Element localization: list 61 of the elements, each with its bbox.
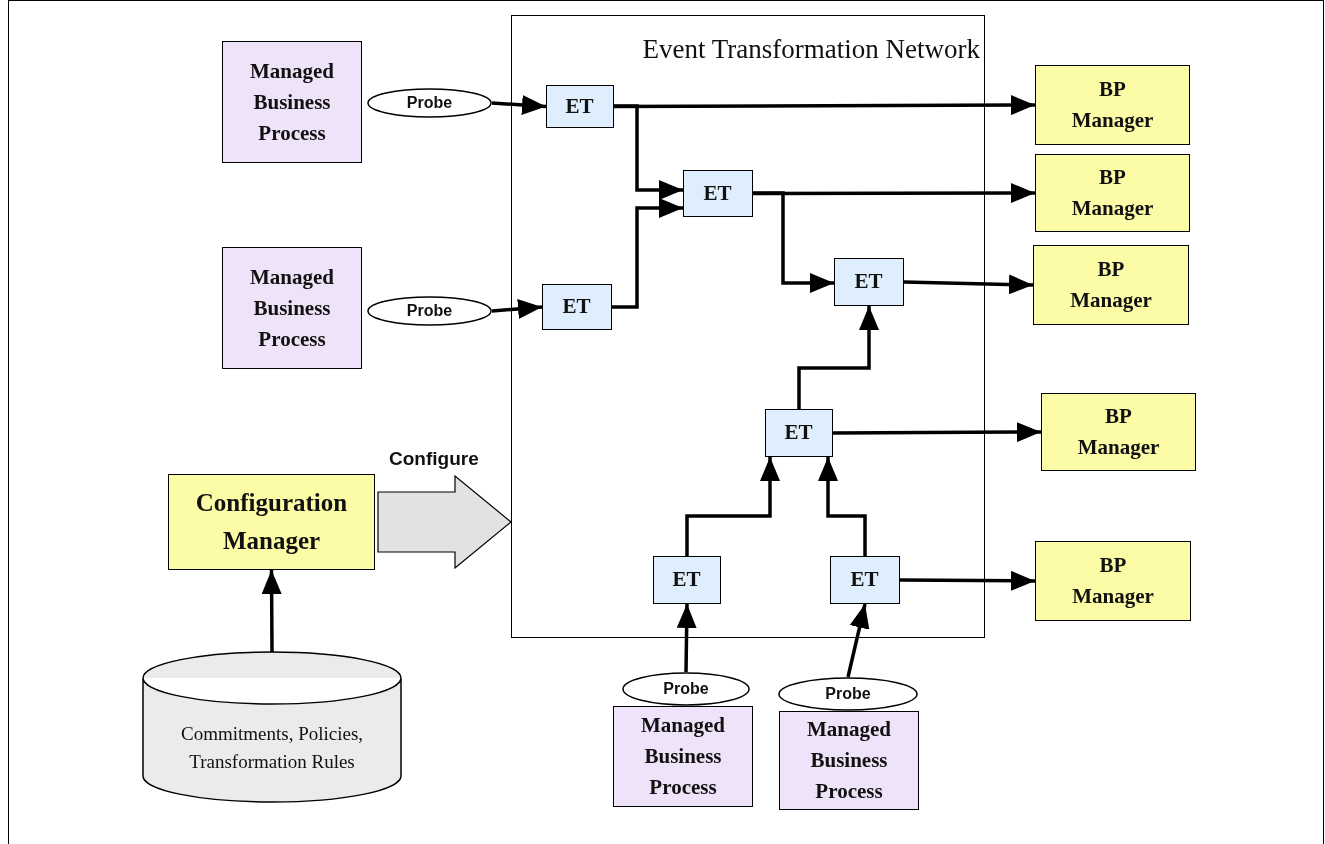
probe-ellipse bbox=[778, 677, 918, 711]
manager-label: BP Manager bbox=[1070, 164, 1155, 222]
transformer-box bbox=[764, 408, 833, 457]
probe-ellipse bbox=[367, 88, 492, 118]
process-box bbox=[613, 706, 753, 807]
probe-label: Probe bbox=[663, 680, 709, 698]
manager-box bbox=[1035, 154, 1190, 232]
database-cylinder bbox=[142, 652, 402, 802]
transformer-box bbox=[833, 257, 904, 306]
manager-box bbox=[1041, 393, 1196, 471]
manager-box bbox=[1035, 65, 1190, 145]
transformer-label: ET bbox=[850, 567, 879, 592]
manager-label: BP Manager bbox=[1069, 256, 1153, 314]
probe-label: Probe bbox=[406, 302, 453, 320]
arrow bbox=[753, 191, 834, 293]
arrow bbox=[612, 198, 683, 309]
configuration-manager-box bbox=[168, 474, 375, 570]
arrow bbox=[818, 457, 867, 556]
arrow bbox=[685, 457, 780, 556]
manager-box bbox=[1035, 541, 1191, 621]
transformer-label: ET bbox=[565, 93, 594, 119]
network-container bbox=[511, 15, 985, 638]
arrow bbox=[846, 603, 870, 678]
configuration-label: Configuration Manager bbox=[194, 488, 349, 556]
transformer-label: ET bbox=[703, 180, 732, 206]
arrow bbox=[900, 570, 1035, 591]
probe-label: Probe bbox=[825, 685, 871, 703]
process-label: Managed Business Process bbox=[640, 712, 726, 801]
transformer-label: ET bbox=[562, 294, 591, 319]
arrow bbox=[491, 94, 547, 115]
arrow bbox=[797, 306, 879, 409]
process-label: Managed Business Process bbox=[249, 57, 335, 147]
container-title: Event Transformation Network bbox=[642, 34, 980, 65]
manager-label: BP Manager bbox=[1071, 552, 1155, 610]
transformer-box bbox=[682, 169, 753, 217]
manager-box bbox=[1033, 245, 1189, 325]
transformer-box bbox=[652, 555, 721, 604]
arrow bbox=[676, 603, 697, 673]
arrow bbox=[614, 104, 683, 200]
database-label: Commitments, Policies, Transformation Rules bbox=[179, 722, 365, 774]
process-box bbox=[222, 41, 362, 163]
transformer-box bbox=[541, 283, 612, 330]
process-label: Managed Business Process bbox=[806, 716, 892, 805]
manager-label: BP Manager bbox=[1076, 403, 1161, 461]
probe-ellipse bbox=[367, 296, 492, 326]
transformer-label: ET bbox=[672, 567, 701, 592]
probe-ellipse bbox=[622, 672, 750, 706]
arrow bbox=[903, 274, 1034, 295]
manager-label: BP Manager bbox=[1070, 76, 1155, 134]
arrow bbox=[833, 422, 1041, 443]
transformer-label: ET bbox=[784, 420, 813, 445]
process-box bbox=[222, 247, 362, 369]
arrow bbox=[261, 570, 282, 652]
transformer-label: ET bbox=[854, 269, 883, 294]
process-label: Managed Business Process bbox=[249, 263, 335, 353]
arrow bbox=[491, 298, 543, 319]
probe-label: Probe bbox=[406, 94, 453, 112]
block-arrow bbox=[377, 474, 512, 570]
transformer-box bbox=[545, 84, 614, 128]
process-box bbox=[779, 711, 919, 810]
transformer-box bbox=[829, 555, 900, 604]
